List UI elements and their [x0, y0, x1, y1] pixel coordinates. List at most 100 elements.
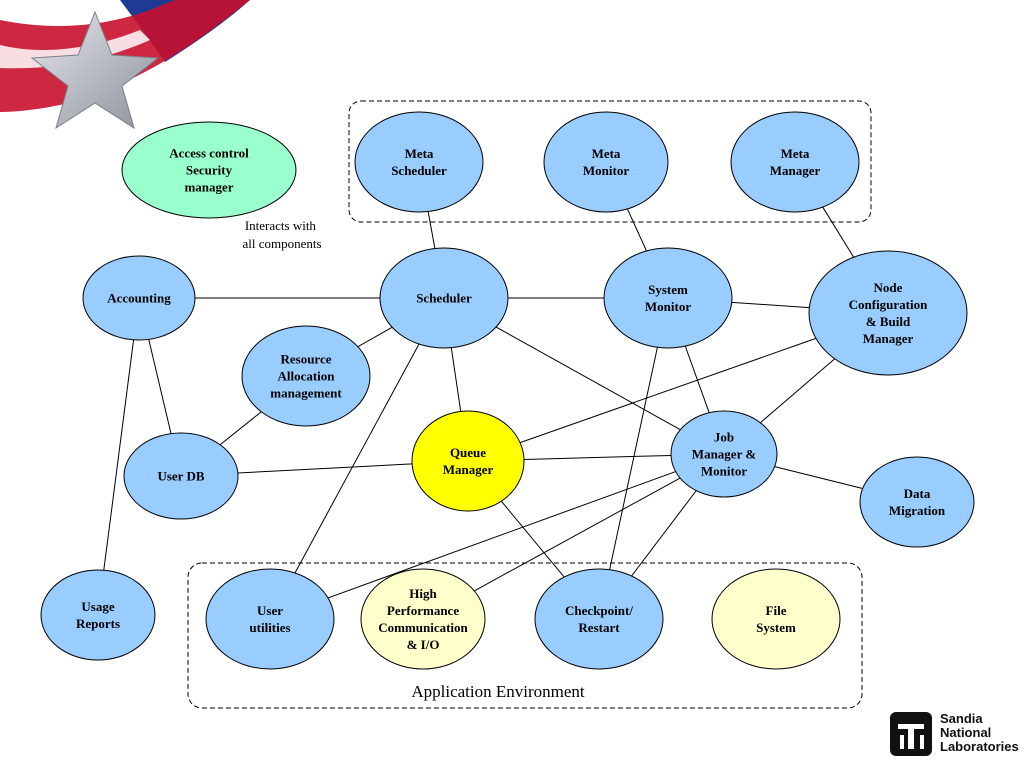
logo-text: Sandia National Laboratories — [940, 711, 1019, 754]
node-label-line: Access control — [169, 146, 249, 161]
node-access-control-shape — [121, 121, 297, 219]
edge-meta-manager-to-node-config — [822, 206, 855, 258]
edge-job-manager-to-checkpoint — [631, 490, 697, 577]
node-label-line: System — [648, 282, 688, 297]
edge-system-monitor-to-job-manager — [684, 345, 710, 413]
node-user-utilities-shape — [205, 568, 335, 670]
node-meta-scheduler-shape — [354, 111, 484, 213]
node-user-db-shape — [123, 432, 239, 520]
flag-star-banner — [0, 0, 250, 130]
sandia-logo: Sandia National Laboratories — [886, 708, 1024, 768]
edge-queue-manager-to-job-manager — [523, 454, 672, 460]
node-label-line: Checkpoint/ — [565, 603, 633, 618]
edge-job-manager-to-data-migration — [774, 466, 863, 489]
node-label-line: utilities — [249, 620, 290, 635]
node-label-line: Meta — [592, 146, 621, 161]
node-job-manager-shape — [670, 410, 778, 498]
edge-queue-manager-to-checkpoint — [500, 500, 565, 578]
edge-meta-monitor-to-system-monitor — [626, 208, 647, 252]
edge-system-monitor-to-checkpoint — [609, 347, 658, 570]
node-label-line: Security — [186, 163, 233, 178]
node-accounting-shape — [82, 255, 196, 341]
node-label-line: Node — [874, 280, 903, 295]
node-label-line: Meta — [781, 146, 810, 161]
edges — [103, 206, 863, 599]
node-scheduler: Scheduler — [379, 247, 509, 349]
node-queue-manager-shape — [411, 410, 525, 512]
node-checkpoint-shape — [534, 568, 664, 670]
node-label-line: Queue — [450, 445, 486, 460]
node-scheduler-shape — [379, 247, 509, 349]
node-label-line: Scheduler — [416, 291, 472, 306]
node-label-line: Manager & — [692, 447, 757, 462]
node-label-line: Performance — [387, 603, 459, 618]
node-label-line: Job — [714, 430, 734, 445]
node-system-monitor-shape — [603, 247, 733, 349]
node-label-line: Usage — [81, 599, 114, 614]
node-accounting: Accounting — [82, 255, 196, 341]
node-scheduler-label: Scheduler — [416, 291, 472, 306]
application-environment-label: Application Environment — [411, 682, 585, 701]
node-hpc-io-shape — [360, 568, 486, 670]
node-label-line: High — [409, 586, 437, 601]
node-label-line: Allocation — [277, 369, 335, 384]
edge-job-manager-to-user-utilities — [327, 471, 676, 599]
edge-scheduler-to-resource-alloc — [357, 326, 393, 348]
node-data-migration-shape — [859, 456, 975, 548]
node-label-line: & Build — [866, 314, 911, 329]
node-label-line: Restart — [578, 620, 620, 635]
node-meta-manager-shape — [730, 111, 860, 213]
interacts-note: Interacts with all components — [242, 218, 321, 251]
edge-accounting-to-user-db — [148, 339, 172, 434]
node-node-config-shape — [808, 250, 968, 376]
star-icon — [30, 10, 160, 130]
node-label-line: Manager — [863, 331, 914, 346]
node-label-line: Configuration — [849, 297, 929, 312]
edge-accounting-to-usage-reports — [103, 339, 135, 571]
node-checkpoint: Checkpoint/Restart — [534, 568, 664, 670]
node-user-db-label: User DB — [157, 469, 204, 484]
node-label-line: Monitor — [583, 163, 629, 178]
node-label-line: Accounting — [107, 291, 171, 306]
node-resource-alloc-shape — [241, 325, 371, 427]
node-label-line: Manager — [443, 462, 494, 477]
node-label-line: Scheduler — [391, 163, 447, 178]
node-label-line: management — [270, 386, 342, 401]
node-label-line: manager — [184, 180, 233, 195]
edge-scheduler-to-user-utilities — [294, 343, 420, 574]
node-file-system-shape — [711, 568, 841, 670]
node-usage-reports-shape — [40, 569, 156, 661]
node-label-line: Monitor — [701, 464, 747, 479]
edge-meta-scheduler-to-scheduler — [427, 211, 436, 249]
node-label-line: Data — [904, 486, 931, 501]
meta-group-box — [348, 100, 872, 223]
node-label-line: Monitor — [645, 299, 691, 314]
node-user-db: User DB — [123, 432, 239, 520]
node-label-line: Resource — [280, 352, 331, 367]
node-label-line: Migration — [889, 503, 946, 518]
edge-scheduler-to-queue-manager — [450, 347, 462, 412]
